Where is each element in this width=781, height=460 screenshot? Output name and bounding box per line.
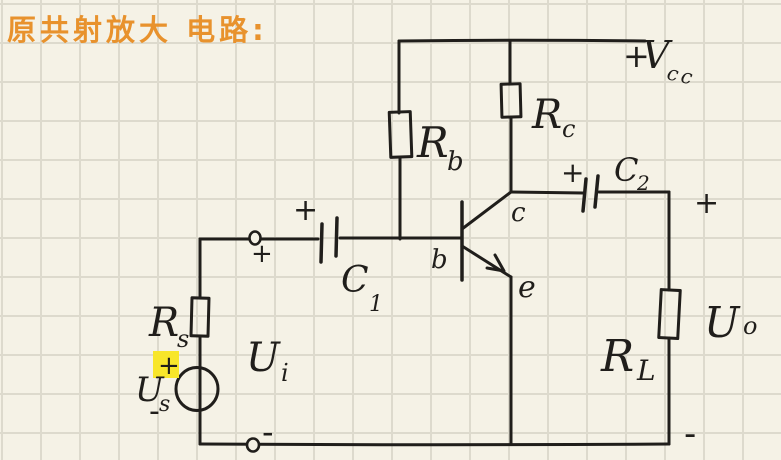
c2-label: C — [614, 151, 638, 189]
voltage-source-circle — [174, 366, 220, 412]
uo-subscript: o — [743, 312, 757, 340]
collector-label: c — [511, 198, 526, 228]
rl-subscript: L — [636, 354, 656, 387]
rl-label: R — [600, 331, 634, 382]
base-label: b — [431, 245, 448, 275]
resistor-rl-body — [657, 288, 682, 340]
resistor-rb-body — [387, 110, 414, 159]
transistor-collector-lead — [460, 190, 513, 231]
capacitor-c1-plates — [319, 216, 339, 264]
c2-subscript: 2 — [636, 171, 650, 195]
c1-plus-sign: + — [293, 193, 318, 228]
wire-collector-node — [509, 190, 585, 195]
input-minus-sign: - — [262, 413, 274, 451]
rb-subscript: b — [447, 147, 464, 177]
transistor-emitter-arrow — [485, 253, 506, 273]
us-plus-highlight — [153, 351, 179, 378]
us-label: U — [135, 370, 165, 410]
c1-subscript: 1 — [369, 292, 383, 317]
ui-subscript: i — [281, 359, 289, 387]
vcc-label: V — [642, 33, 673, 77]
vcc-plus-sign: + — [623, 37, 650, 75]
us-subscript: s — [159, 392, 170, 417]
wire-vcc-rail — [397, 38, 647, 43]
output-plus-sign: + — [694, 186, 719, 221]
us-minus-sign: - — [149, 394, 160, 429]
uo-label: U — [704, 298, 741, 347]
resistor-rs-body — [189, 296, 211, 338]
rs-subscript: s — [177, 325, 189, 353]
vcc-subscript: cc — [665, 60, 698, 89]
input-terminal-circle — [248, 230, 262, 246]
us-plus-sign: + — [158, 351, 180, 381]
emitter-label: e — [518, 270, 536, 305]
resistor-rc-body — [499, 82, 523, 119]
rs-label: R — [148, 300, 179, 346]
input-plus-sign: + — [251, 239, 273, 269]
transistor-symbol — [460, 190, 513, 282]
wire-ground-rail — [198, 442, 671, 447]
rc-subscript: c — [562, 115, 575, 143]
ui-label: U — [246, 335, 281, 381]
c1-label: C — [341, 260, 369, 301]
rb-label: R — [416, 118, 449, 167]
capacitor-c2-plates — [581, 174, 600, 213]
labels: + V cc R b R c C 1 + C 2 + c b e R s U s… — [135, 33, 757, 454]
output-minus-sign: - — [684, 414, 696, 454]
c2-plus-sign: + — [561, 156, 584, 189]
page-title: 原共射放大 电路: — [7, 13, 268, 47]
ground-terminal-circle — [245, 437, 261, 453]
rc-label: R — [531, 92, 562, 138]
